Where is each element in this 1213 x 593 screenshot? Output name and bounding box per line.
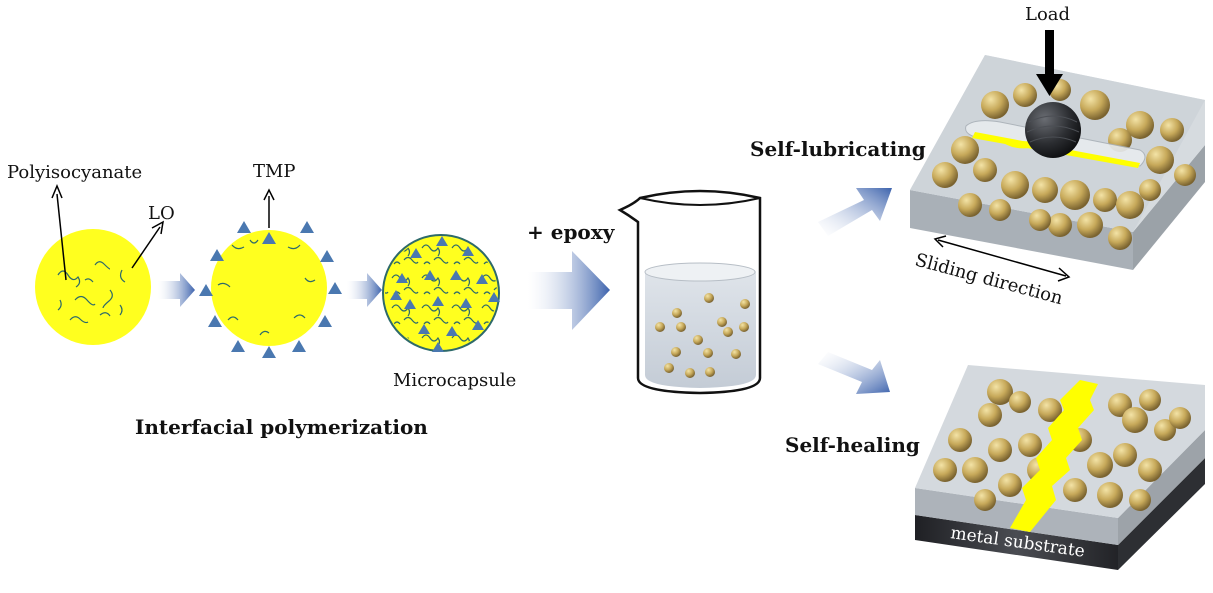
microcapsule — [382, 234, 500, 352]
double-headed-arrow-icon — [933, 235, 1071, 282]
beaker — [617, 189, 762, 395]
self-lubricating-label: Self-lubricating — [750, 137, 926, 161]
beaker-capsules — [655, 293, 750, 378]
up-right-arrow-icon — [818, 188, 892, 236]
core-droplet — [35, 229, 151, 345]
polyisocyanate-chains — [57, 261, 126, 324]
polyisocyanate-label: Polyisocyanate — [7, 162, 142, 183]
interfacial-polymerization-label: Interfacial polymerization — [135, 415, 428, 439]
right-arrow-icon — [158, 273, 195, 307]
self-healing-label: Self-healing — [785, 433, 920, 457]
down-right-arrow-icon — [818, 352, 890, 394]
polyisocyanate-pointer — [51, 184, 67, 281]
self-healing-coating — [915, 365, 1205, 570]
self-lubricating-coating — [910, 55, 1205, 270]
down-arrow-icon — [1036, 30, 1063, 96]
lo-pointer — [131, 220, 164, 269]
tmp-pointer — [263, 188, 275, 228]
tmp-triangles — [199, 221, 342, 358]
lo-label: LO — [148, 203, 175, 224]
sliding-direction-label: Sliding direction — [913, 250, 1066, 310]
steel-ball — [1025, 102, 1081, 158]
microcapsule-label: Microcapsule — [393, 370, 516, 391]
epoxy-label: + epoxy — [527, 220, 616, 244]
tmp-droplet — [199, 221, 342, 358]
right-arrow-icon — [528, 251, 610, 330]
load-label: Load — [1025, 4, 1070, 25]
right-arrow-icon — [347, 273, 382, 307]
tmp-label: TMP — [253, 161, 296, 182]
